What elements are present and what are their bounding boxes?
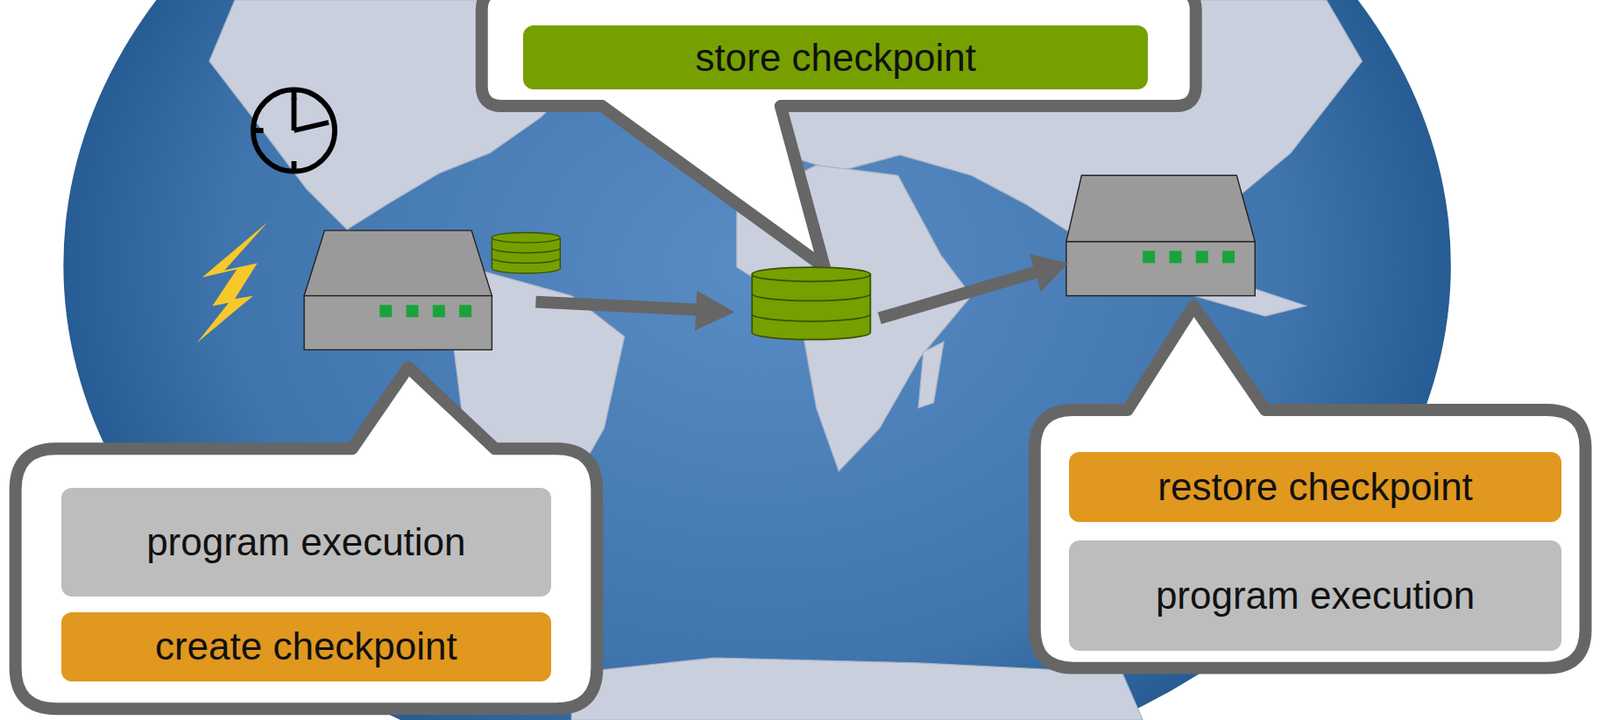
lightning-icon <box>197 222 268 343</box>
node-label: store checkpoint <box>695 36 977 79</box>
server-left <box>304 230 492 350</box>
node-label: restore checkpoint <box>1157 466 1473 509</box>
process-box: program execution <box>61 488 552 598</box>
action-box: restore checkpoint <box>1069 452 1561 523</box>
process-box: program execution <box>1069 540 1561 652</box>
storage-box: store checkpoint <box>523 25 1148 90</box>
database-small <box>491 232 560 274</box>
action-box: create checkpoint <box>61 612 552 682</box>
node-label: program execution <box>1155 574 1475 617</box>
database-large <box>751 267 871 340</box>
node-label: create checkpoint <box>155 625 458 668</box>
callout-bubble <box>15 367 598 709</box>
server-right <box>1066 175 1255 296</box>
clock-icon <box>253 89 335 171</box>
node-label: program execution <box>146 521 466 564</box>
flow-arrow <box>535 254 1069 331</box>
callout-bubble <box>1034 305 1586 668</box>
